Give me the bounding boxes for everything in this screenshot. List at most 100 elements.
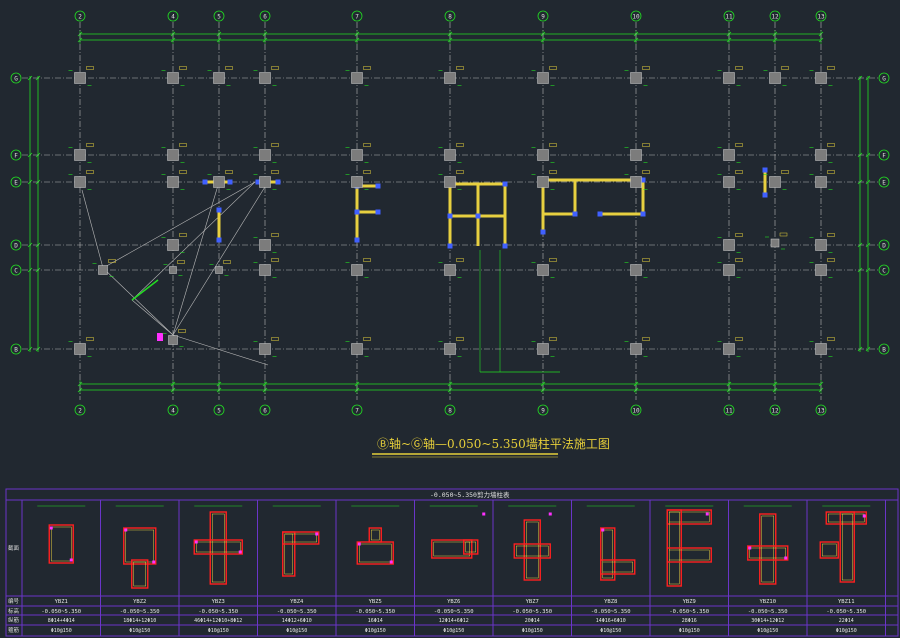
section-outline [669, 549, 710, 561]
column-marker [74, 149, 86, 161]
axis-bubble-2 [74, 404, 86, 416]
rebar-outline [839, 511, 855, 583]
column-marker [351, 343, 363, 355]
column-tag [363, 143, 371, 147]
column-marker [74, 72, 86, 84]
axis-label-4: 4 [171, 407, 175, 414]
dimension-tick [865, 242, 871, 248]
axis-bubble-10 [630, 10, 642, 22]
rebar-bar [124, 528, 128, 532]
wall-end-column [640, 211, 646, 217]
column-marker [630, 176, 642, 188]
column-stirrup: Φ10@150 [443, 628, 464, 634]
axis-label-5: 5 [217, 407, 221, 414]
table-frame [5, 488, 899, 637]
column-bars: 46Φ14+12Φ10+8Φ12 [194, 618, 242, 624]
column-marker [169, 266, 177, 274]
column-marker [351, 264, 363, 276]
column-tag [827, 337, 835, 341]
column-marker [630, 72, 642, 84]
column-id: YBZ2 [133, 599, 146, 605]
section-outline [465, 541, 476, 553]
column-bars: 16Φ14 [368, 618, 383, 624]
wall-end-column [762, 167, 768, 173]
column-marker [815, 239, 827, 251]
wall-end-column [762, 192, 768, 198]
column-bars: 30Φ14+12Φ12 [751, 618, 784, 624]
rebar-outline [600, 559, 636, 575]
dimension-tick [865, 267, 871, 273]
wall-end-column [540, 229, 546, 235]
column-marker [815, 149, 827, 161]
axis-label-13: 13 [817, 407, 825, 414]
column-marker [259, 264, 271, 276]
column-tag [86, 143, 94, 147]
row-label-section: 截面 [8, 544, 20, 552]
column-tag [179, 143, 187, 147]
axis-label-12: 12 [771, 407, 779, 414]
wall-end-column [375, 183, 381, 189]
rebar-bar [748, 546, 752, 550]
column-tag [363, 170, 371, 174]
column-tag [271, 66, 279, 70]
row-label-stirrup: 箍筋 [8, 626, 20, 634]
section-outline [749, 547, 786, 559]
column-tag [363, 337, 371, 341]
column-id: YBZ1 [55, 599, 68, 605]
inclined-line-0 [81, 189, 104, 269]
axis-bubble-13 [815, 404, 827, 416]
column-marker [444, 176, 456, 188]
axis-bubble-7 [351, 404, 363, 416]
wall-end-column [202, 179, 208, 185]
column-tag [363, 66, 371, 70]
rebar-outline [209, 511, 227, 585]
column-tag [456, 258, 464, 262]
column-marker [537, 264, 549, 276]
column-marker [815, 264, 827, 276]
column-stirrup: Φ10@150 [365, 628, 386, 634]
rebar-outline [131, 559, 149, 589]
column-marker [769, 176, 781, 188]
column-marker [537, 149, 549, 161]
column-marker [444, 264, 456, 276]
column-marker [74, 343, 86, 355]
column-tag [178, 329, 186, 333]
axis-label-F: F [14, 152, 18, 159]
inclined-line-7 [172, 181, 220, 336]
row-label-bars: 纵筋 [8, 616, 20, 624]
rebar-bar [315, 532, 319, 536]
axis-label-10: 10 [632, 407, 640, 414]
column-bars: 18Φ14+12Φ10 [123, 618, 156, 624]
axis-bubble-B [10, 343, 22, 355]
column-marker [723, 239, 735, 251]
column-id: YBZ8 [604, 599, 617, 605]
column-stirrup: Φ10@150 [208, 628, 229, 634]
column-tag [86, 170, 94, 174]
axis-label-B: B [14, 346, 18, 353]
wall-end-column [572, 211, 578, 217]
column-stirrup: Φ10@150 [757, 628, 778, 634]
axis-bubble-B [878, 343, 890, 355]
column-elevation: -0.050~5.350 [198, 609, 238, 615]
inclined-grid-lines [81, 181, 269, 366]
rebar-outline [193, 539, 243, 555]
axis-label-C: C [882, 267, 886, 274]
column-marker [815, 343, 827, 355]
column-marker [815, 176, 827, 188]
column-tag [642, 143, 650, 147]
column-tag [179, 170, 187, 174]
section-outline [761, 515, 774, 583]
wall-end-column [502, 181, 508, 187]
column-marker [630, 343, 642, 355]
column-marker [167, 239, 179, 251]
axis-label-E: E [14, 179, 18, 186]
column-tag [735, 233, 743, 237]
section-outline [284, 533, 317, 543]
inclined-line-5 [131, 181, 256, 301]
column-tag [225, 170, 233, 174]
column-tag [827, 170, 835, 174]
wall-end-column [216, 237, 222, 243]
rebar-outline [513, 543, 551, 559]
rebar-outline [523, 519, 541, 581]
section-outline [516, 545, 549, 557]
